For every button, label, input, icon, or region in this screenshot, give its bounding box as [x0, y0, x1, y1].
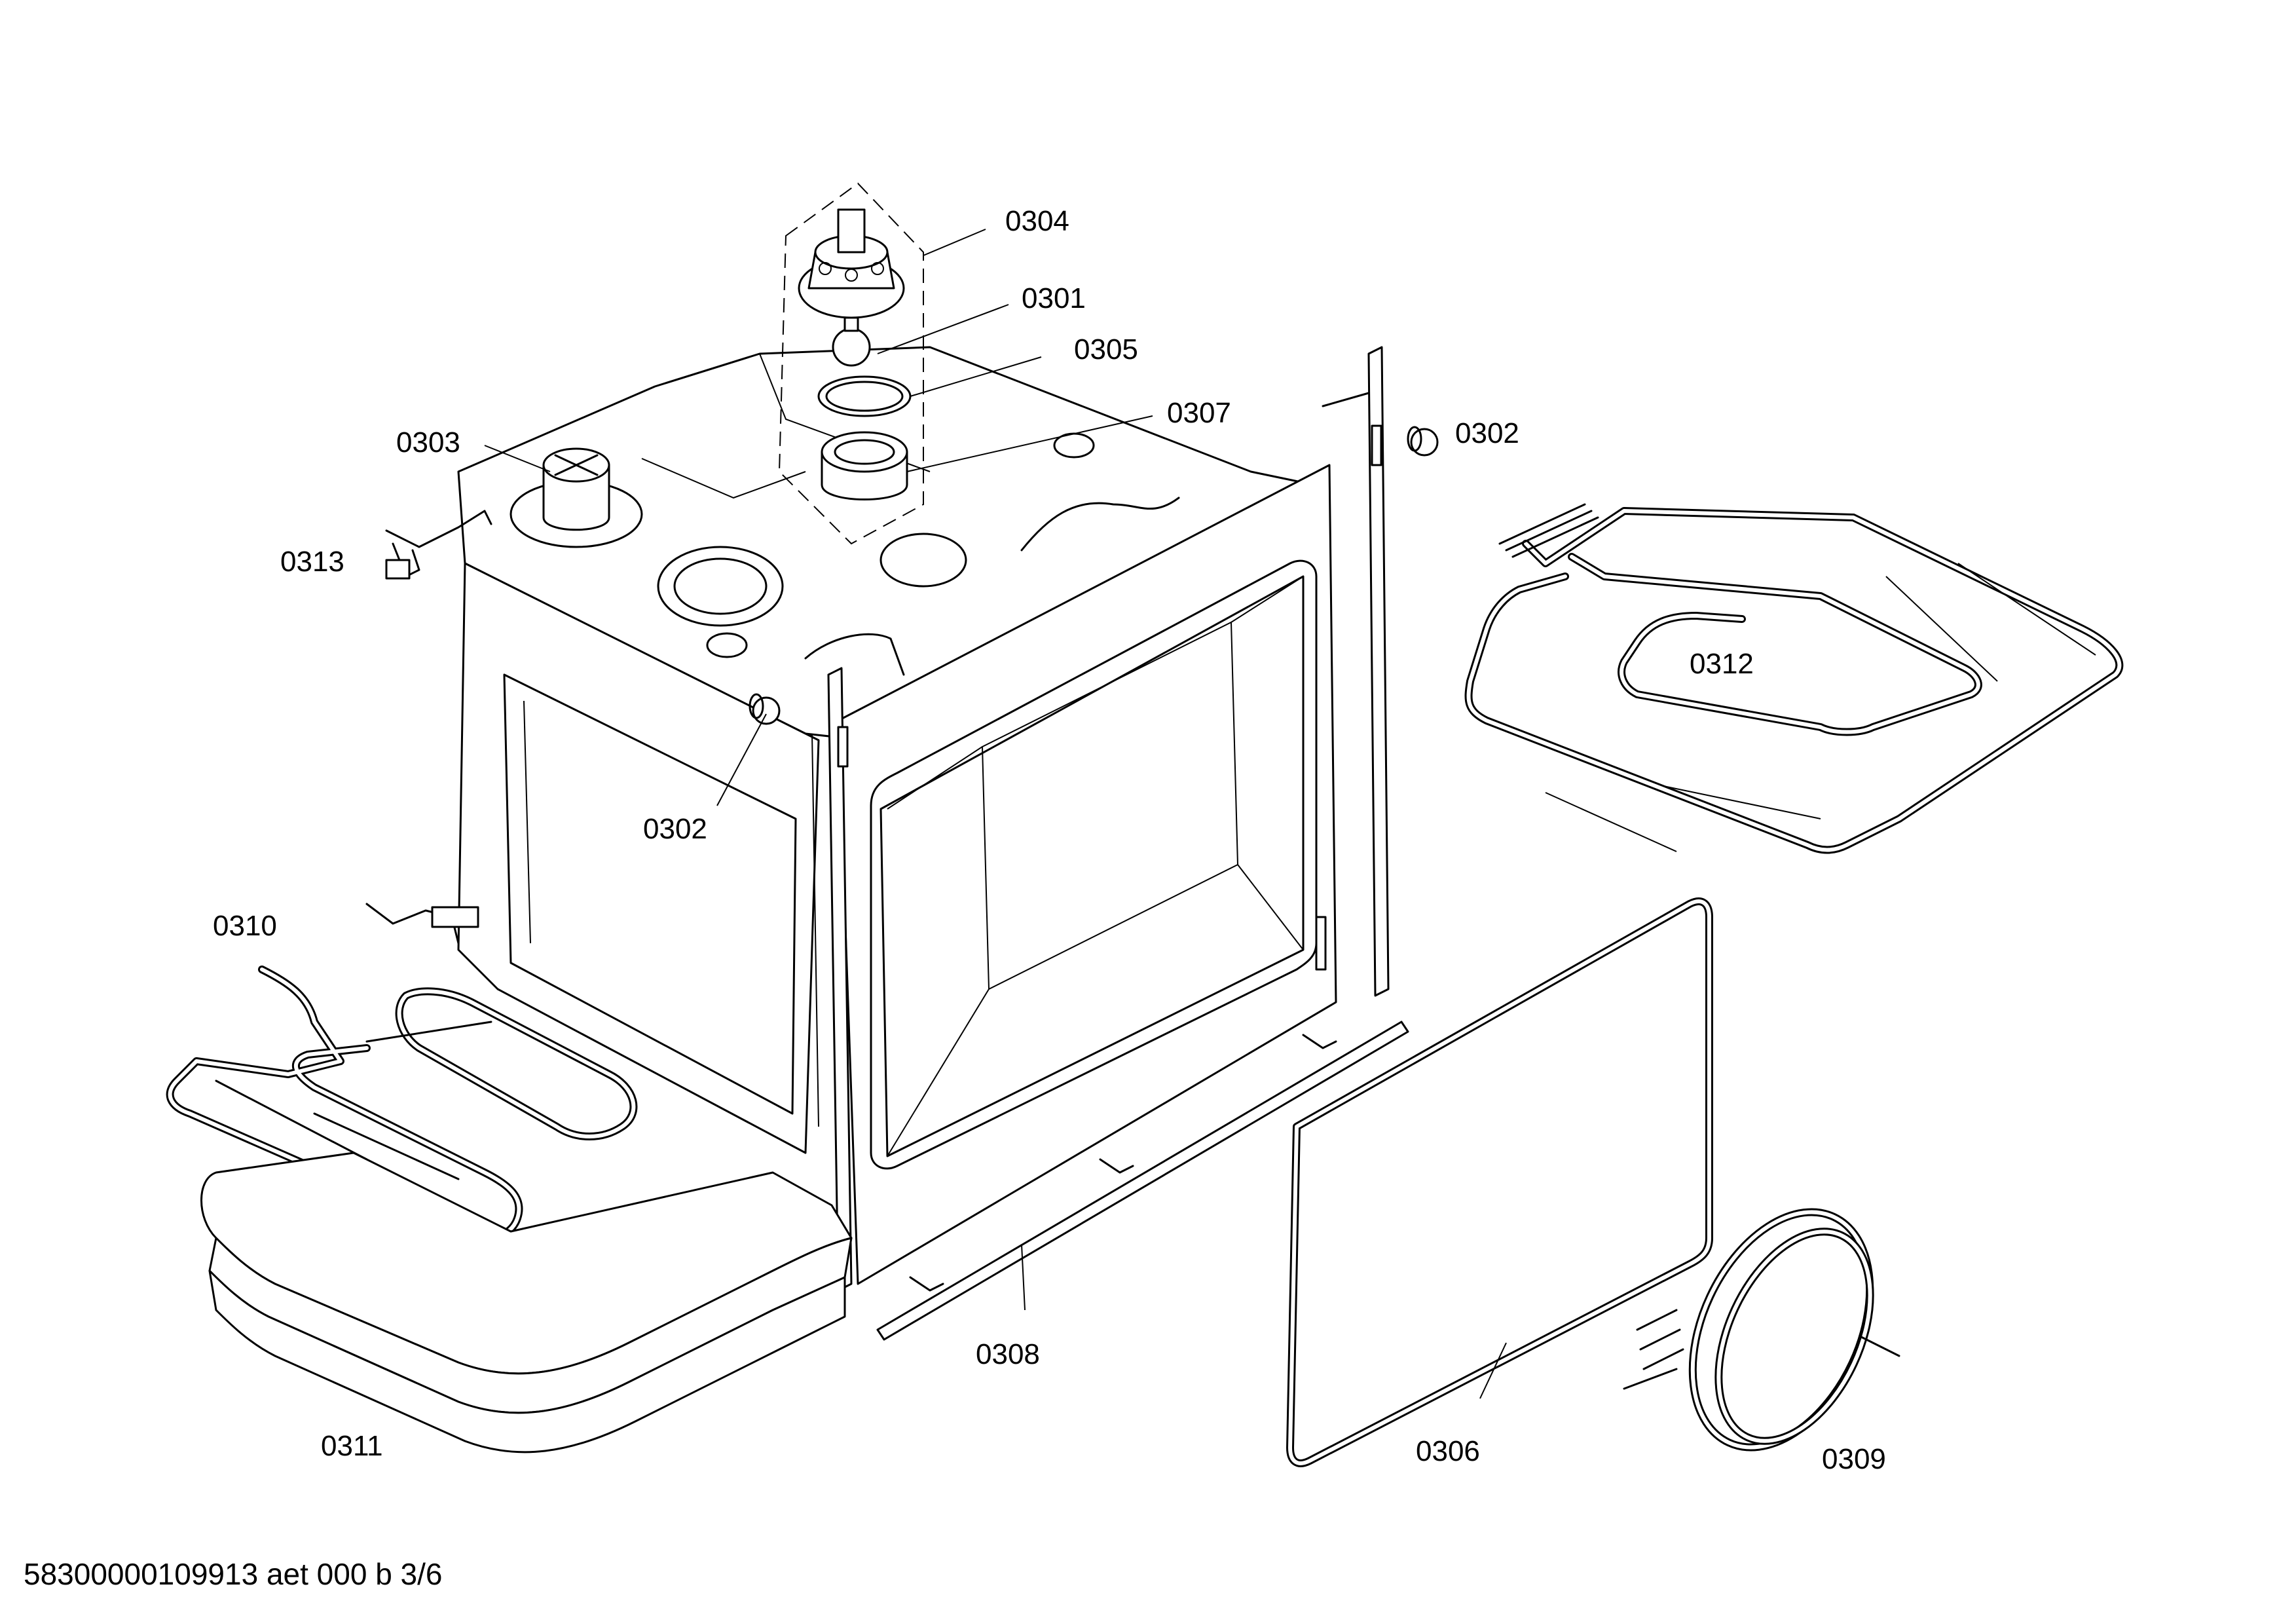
label-0311: 0311: [321, 1430, 383, 1462]
ring-element-0309: [1623, 1208, 1900, 1452]
lamp-assembly: [778, 182, 924, 545]
document-reference: 58300000109913 aet 000 b 3/6: [24, 1557, 443, 1591]
part-labels: 0304 0301 0305 0307 0303 0302 0313 0312 …: [213, 205, 1886, 1475]
cap-0302-top: [1407, 426, 1439, 457]
fan-cover-0303: [509, 447, 643, 548]
label-0310: 0310: [213, 910, 277, 942]
label-0304: 0304: [1005, 205, 1069, 237]
insulation-0311: [200, 1152, 853, 1454]
grill-element-0312: [1464, 503, 2124, 854]
leader-lines: [484, 229, 1507, 1399]
oven-cavity: [457, 346, 1390, 1292]
rail-0308: [876, 1021, 1409, 1341]
label-0309: 0309: [1822, 1443, 1886, 1475]
label-0312: 0312: [1690, 648, 1754, 680]
label-0305: 0305: [1074, 333, 1138, 366]
label-0306: 0306: [1416, 1435, 1480, 1467]
label-0301: 0301: [1022, 282, 1086, 314]
label-0302-top: 0302: [1455, 417, 1519, 449]
label-0302-mid: 0302: [643, 813, 707, 845]
cap-0302-mid: [749, 693, 781, 725]
door-seal-0306: [1286, 897, 1713, 1467]
label-0307: 0307: [1167, 397, 1231, 429]
bracket-0313: [385, 510, 492, 580]
label-0308: 0308: [976, 1338, 1040, 1370]
label-0303: 0303: [396, 426, 460, 459]
label-0313: 0313: [280, 546, 344, 578]
